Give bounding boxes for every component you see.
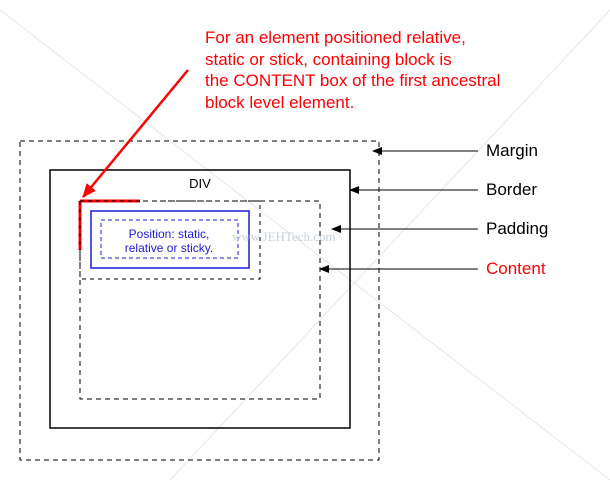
callout-line-4: block level element. — [205, 93, 354, 112]
callout-line-3: the CONTENT box of the first ancestral — [205, 71, 500, 90]
callout-line-2: static or stick, containing block is — [205, 50, 452, 69]
margin-label: Margin — [486, 141, 538, 160]
border-box — [49, 169, 351, 429]
margin-box — [19, 140, 380, 461]
content-label: Content — [486, 259, 546, 278]
padding-label: Padding — [486, 219, 548, 238]
border-label: Border — [486, 180, 537, 199]
child-text-line2: relative or sticky. — [125, 241, 213, 255]
child-content-box — [100, 219, 239, 259]
div-label: DIV — [189, 176, 211, 191]
child-border-box — [90, 210, 250, 269]
callout-arrow — [82, 69, 189, 198]
child-text-line1: Position: static, — [129, 227, 210, 241]
callout-line-1: For an element positioned relative, — [205, 28, 466, 47]
watermark: www.JEHTech.com — [232, 229, 336, 244]
background-diagonals — [0, 9, 610, 480]
child-margin-box — [79, 200, 261, 280]
